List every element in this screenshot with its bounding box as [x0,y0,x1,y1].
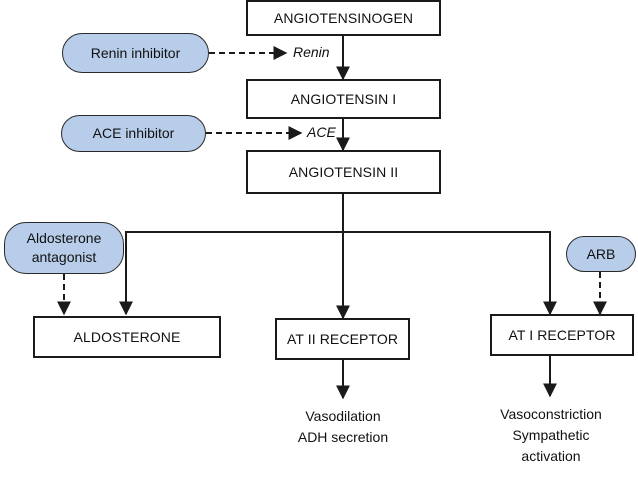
at1-effect-2: Sympathetic [512,427,590,443]
renin-inhibitor-label: Renin inhibitor [90,44,181,61]
angiotensinogen-box: ANGIOTENSINOGEN [246,0,441,36]
ace-label: ACE [307,124,336,140]
aldosterone-antagonist-line2: antagonist [31,249,97,265]
aldosterone-label: ALDOSTERONE [73,329,181,345]
at1-effect-3: activation [521,448,581,464]
at2-receptor-box: AT II RECEPTOR [275,318,410,360]
at1-receptor-box: AT I RECEPTOR [490,314,634,356]
aldosterone-antagonist-pill: Aldosterone antagonist [4,222,124,274]
at2-effect-2: ADH secretion [297,429,389,445]
angiotensinogen-label: ANGIOTENSINOGEN [273,10,414,26]
at1-effects: Vasoconstriction Sympathetic activation [490,404,612,467]
aldosterone-box: ALDOSTERONE [33,316,221,358]
angiotensin2-box: ANGIOTENSIN II [246,150,441,194]
angiotensin2-label: ANGIOTENSIN II [288,164,399,180]
at1-effect-1: Vasoconstriction [500,406,602,422]
arb-label: ARB [586,245,616,262]
at2-effects: Vasodilation ADH secretion [283,406,403,448]
arb-pill: ARB [566,236,636,272]
aldosterone-antagonist-line1: Aldosterone [26,230,102,246]
at2-receptor-label: AT II RECEPTOR [286,331,399,347]
ace-inhibitor-label: ACE inhibitor [92,125,175,141]
angiotensin1-box: ANGIOTENSIN I [246,79,441,119]
angiotensin1-label: ANGIOTENSIN I [290,91,397,107]
at2-effect-1: Vasodilation [305,408,381,424]
renin-inhibitor-pill: Renin inhibitor [62,33,209,73]
at1-receptor-label: AT I RECEPTOR [508,327,616,343]
renin-label: Renin [293,44,330,60]
ace-inhibitor-pill: ACE inhibitor [61,115,206,152]
